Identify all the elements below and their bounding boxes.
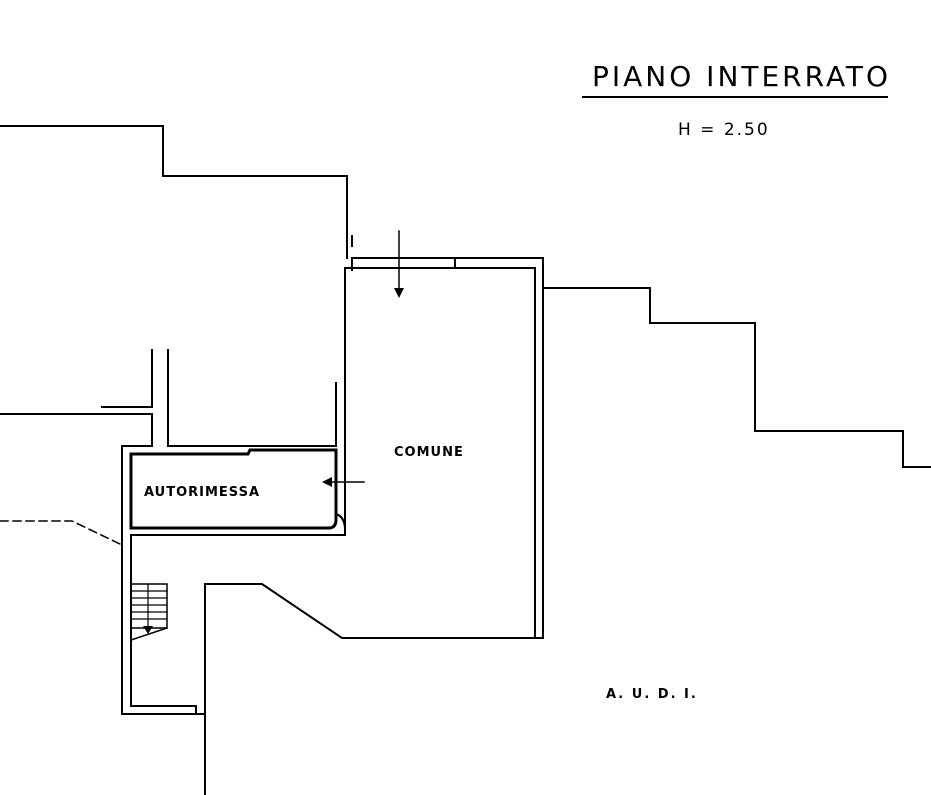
garage-outer-wall xyxy=(121,445,206,715)
plan-title: PIANO INTERRATO xyxy=(592,60,892,93)
neighbour-boundary-top xyxy=(0,125,348,259)
staircase xyxy=(130,583,168,641)
garage-inner-wall xyxy=(129,448,338,530)
comune-outer-wall xyxy=(351,257,544,639)
entry-arrow-left-icon xyxy=(322,477,365,487)
stair-well-wall xyxy=(130,705,197,715)
ceiling-height-label: H = 2.50 xyxy=(678,120,770,140)
entry-arrow-down-icon xyxy=(394,230,404,298)
neighbour-boundary-left xyxy=(0,413,153,447)
title-underline xyxy=(582,96,888,98)
garage-door-corner xyxy=(334,512,346,536)
author-label: A. U. D. I. xyxy=(606,687,698,702)
stepped-boundary-right xyxy=(542,257,931,468)
room-label-autorimessa: AUTORIMESSA xyxy=(144,485,261,500)
room-label-comune: COMUNE xyxy=(394,445,464,460)
comune-inner-wall xyxy=(204,267,536,795)
property-dashed-line xyxy=(0,520,124,547)
